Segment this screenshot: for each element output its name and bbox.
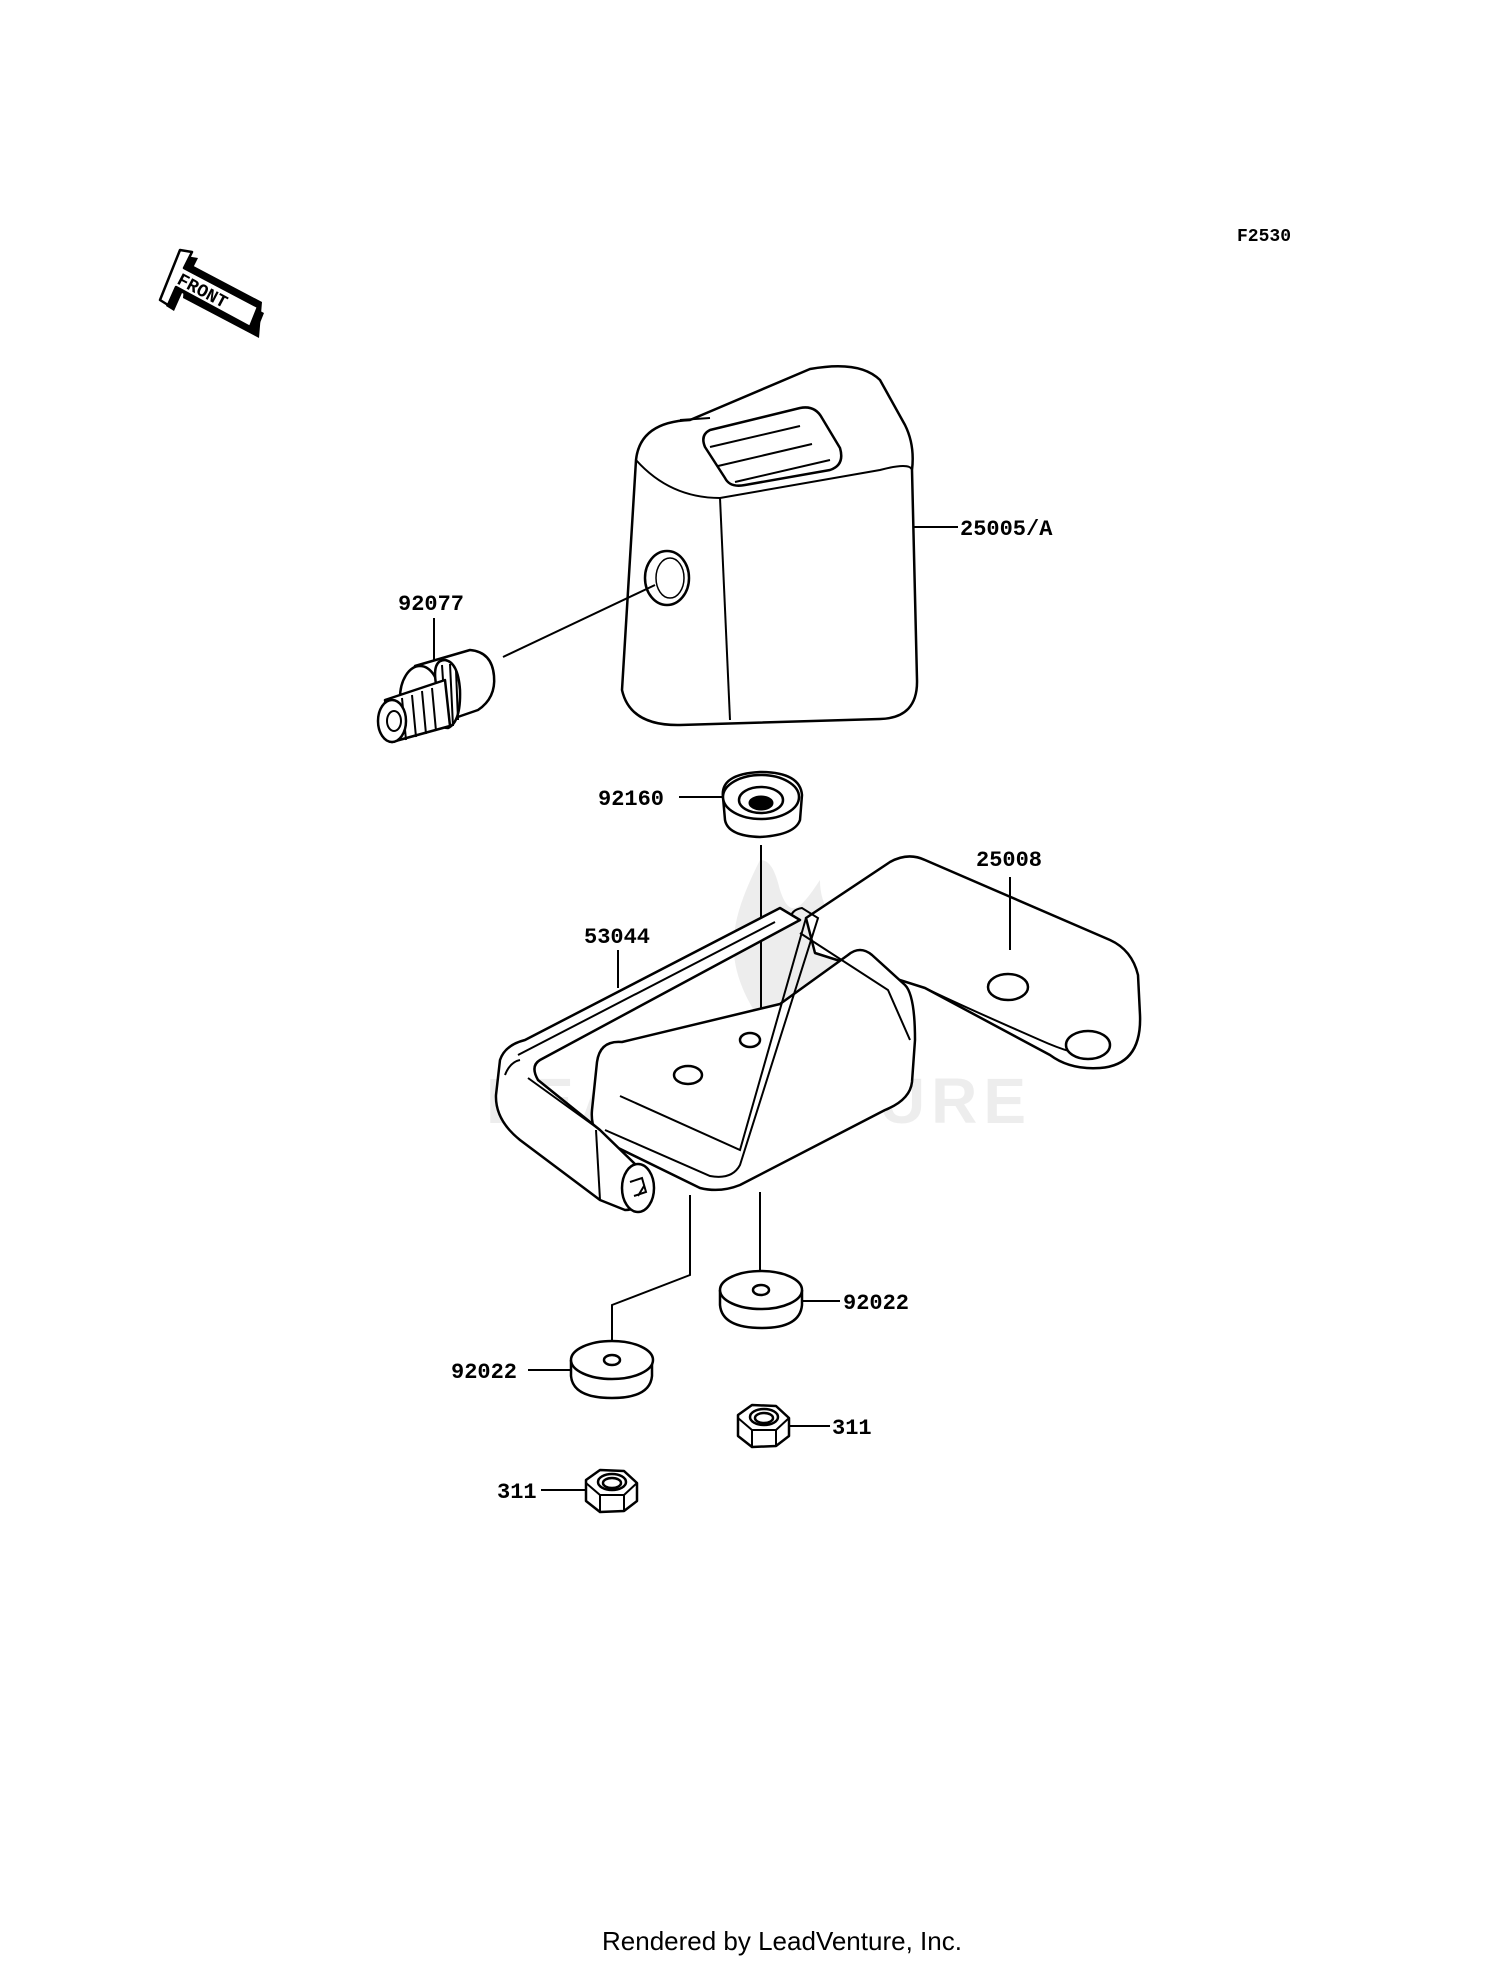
- part-label-92022-left: 92022: [451, 1360, 517, 1385]
- part-label-92077: 92077: [398, 592, 464, 617]
- part-label-25005a: 25005/A: [960, 517, 1053, 542]
- washer-92022-right: [718, 1269, 840, 1330]
- knob-92077: [376, 618, 496, 744]
- leader-washer-left: [611, 1195, 691, 1358]
- nut-311-left: [541, 1468, 639, 1514]
- figure-code: F2530: [1237, 227, 1291, 247]
- nut-311-right: [736, 1403, 830, 1449]
- bracket-25008: [590, 855, 1142, 1192]
- part-label-311-left: 311: [497, 1480, 537, 1505]
- part-label-25008: 25008: [976, 848, 1042, 873]
- meter-cover-25005a: [502, 364, 958, 727]
- washer-92022-left: [528, 1339, 655, 1400]
- front-arrow-icon: FRONT: [158, 248, 264, 338]
- footer-credit: Rendered by LeadVenture, Inc.: [602, 1926, 962, 1956]
- part-label-53044: 53044: [584, 925, 650, 950]
- edge-trim-53044: [494, 906, 802, 1214]
- part-label-92022-right: 92022: [843, 1291, 909, 1316]
- grommet-92160: [679, 770, 804, 1085]
- part-label-311-right: 311: [832, 1416, 872, 1441]
- part-label-92160: 92160: [598, 787, 664, 812]
